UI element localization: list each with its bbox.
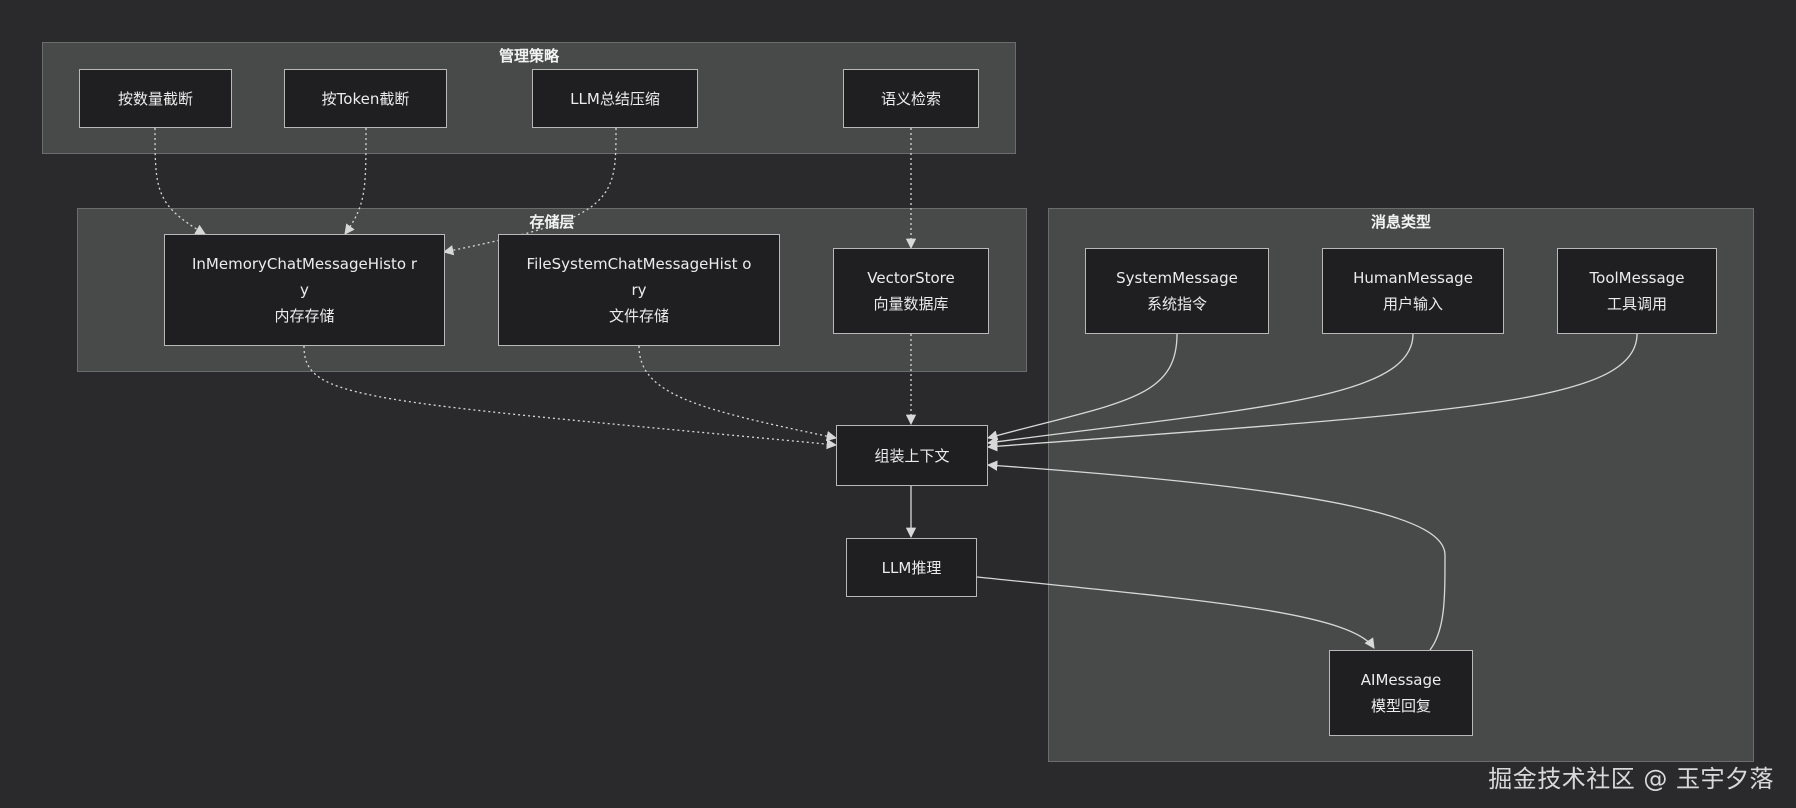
- node-vector-store-name: VectorStore: [867, 269, 955, 287]
- node-truncate-count-label: 按数量截断: [117, 89, 193, 108]
- node-llm-summary-label: LLM总结压缩: [570, 89, 660, 108]
- node-tool-message[interactable]: ToolMessage 工具调用: [1557, 248, 1717, 334]
- node-ai-message-name: AIMessage: [1360, 671, 1442, 689]
- node-in-memory-history-desc: 内存存储: [274, 307, 335, 325]
- node-system-message-name: SystemMessage: [1116, 269, 1238, 287]
- node-system-message-desc: 系统指令: [1146, 295, 1207, 313]
- node-llm-inference-label: LLM推理: [881, 558, 942, 577]
- edge-truncate-count-to-in-memory: [154, 127, 206, 235]
- node-tool-message-desc: 工具调用: [1606, 295, 1667, 313]
- watermark: 掘金技术社区 @ 玉宇夕落: [1488, 765, 1774, 793]
- node-semantic-search-label: 语义检索: [880, 89, 941, 108]
- edge-in-memory-to-assemble: [303, 345, 838, 450]
- group-messages-title: 消息类型: [1370, 213, 1431, 231]
- node-system-message[interactable]: SystemMessage 系统指令: [1085, 248, 1269, 334]
- edge-truncate-token-to-in-memory: [344, 127, 367, 235]
- node-human-message-desc: 用户输入: [1382, 295, 1443, 313]
- node-ai-message-desc: 模型回复: [1370, 697, 1431, 715]
- node-assemble-context[interactable]: 组装上下文: [836, 425, 988, 486]
- node-llm-summary[interactable]: LLM总结压缩: [532, 69, 698, 128]
- node-human-message-name: HumanMessage: [1353, 269, 1473, 287]
- edge-tool-message-to-assemble: [986, 333, 1638, 452]
- node-truncate-token-label: 按Token截断: [321, 89, 410, 108]
- group-strategy-title: 管理策略: [498, 47, 559, 65]
- node-vector-store-desc: 向量数据库: [873, 295, 949, 313]
- node-in-memory-history-name: InMemoryChatMessageHisto ry: [192, 255, 417, 299]
- node-in-memory-history[interactable]: InMemoryChatMessageHisto ry 内存存储: [164, 234, 445, 346]
- node-truncate-token[interactable]: 按Token截断: [284, 69, 447, 128]
- node-ai-message[interactable]: AIMessage 模型回复: [1329, 650, 1473, 736]
- node-llm-inference[interactable]: LLM推理: [846, 538, 977, 597]
- node-file-system-history[interactable]: FileSystemChatMessageHist ory 文件存储: [498, 234, 780, 346]
- edge-ai-message-to-assemble: [986, 460, 1446, 651]
- node-file-system-history-desc: 文件存储: [608, 307, 669, 325]
- edge-human-message-to-assemble: [986, 333, 1414, 447]
- node-vector-store[interactable]: VectorStore 向量数据库: [833, 248, 989, 334]
- group-storage-title: 存储层: [529, 213, 575, 231]
- node-file-system-history-name: FileSystemChatMessageHist ory: [526, 255, 752, 299]
- node-truncate-count[interactable]: 按数量截断: [79, 69, 232, 128]
- node-assemble-context-label: 组装上下文: [874, 446, 950, 465]
- edge-llm-to-ai-message: [976, 576, 1375, 649]
- node-tool-message-name: ToolMessage: [1589, 269, 1685, 287]
- edge-system-message-to-assemble: [986, 333, 1178, 441]
- edge-file-system-to-assemble: [638, 345, 838, 442]
- node-human-message[interactable]: HumanMessage 用户输入: [1322, 248, 1504, 334]
- node-semantic-search[interactable]: 语义检索: [843, 69, 979, 128]
